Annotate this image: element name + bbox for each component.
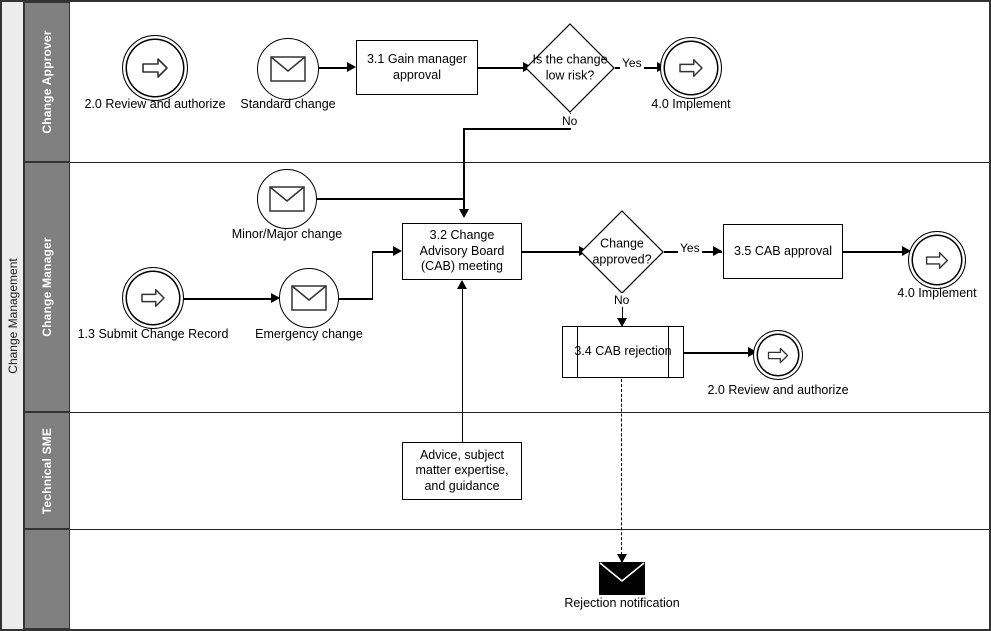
- flow-gain-approval-to-gateway: [478, 67, 524, 69]
- event-emergency-change[interactable]: [279, 268, 339, 328]
- association-advice-to-cab: [461, 288, 463, 442]
- flow-emergency-seg3: [371, 251, 396, 253]
- lane-body-change-approver: [70, 2, 989, 162]
- caption-implement-top: 4.0 Implement: [651, 97, 731, 111]
- caption-implement-mid: 4.0 Implement: [897, 286, 977, 300]
- flow-label-approved-no: No: [612, 293, 632, 307]
- arrowhead-cab-meeting-bottom: [457, 280, 467, 289]
- caption-review-and-authorize-mid: 2.0 Review and authorize: [707, 383, 849, 397]
- lane-label-change-approver: Change Approver: [40, 30, 54, 134]
- arrowhead-rejection-notification: [617, 554, 627, 563]
- event-implement-top[interactable]: [660, 37, 722, 99]
- message-envelope-icon: [291, 285, 327, 311]
- arrowhead-cab-meeting-top: [458, 209, 469, 218]
- lane-header-change-manager: Change Manager: [24, 162, 70, 412]
- lane-header-unnamed: [24, 529, 70, 629]
- flow-standard-to-gain-approval: [319, 67, 347, 69]
- event-minor-major-change[interactable]: [257, 169, 317, 229]
- arrowhead-review-and-authorize-mid: [748, 347, 757, 357]
- event-review-and-authorize-mid[interactable]: [753, 330, 803, 380]
- link-arrow-icon: [141, 289, 165, 307]
- lane-label-technical-sme: Technical SME: [40, 427, 54, 514]
- flow-low-risk-no-seg2: [463, 128, 571, 130]
- caption-rejection-notification: Rejection notification: [564, 596, 680, 610]
- caption-submit-change-record: 1.3 Submit Change Record: [77, 327, 229, 341]
- lane-header-technical-sme: Technical SME: [24, 412, 70, 529]
- flow-low-risk-no-seg3: [463, 128, 465, 210]
- message-envelope-icon: [269, 186, 305, 212]
- lane-body-change-manager: [70, 162, 989, 412]
- pool-label: Change Management: [5, 257, 20, 374]
- flow-cab-to-approved-gateway: [522, 251, 580, 253]
- arrowhead-cab-approval: [713, 246, 722, 256]
- note-advice-expertise-guidance: Advice, subject matter expertise, and gu…: [402, 442, 522, 500]
- task-cab-approval[interactable]: 3.5 CAB approval: [723, 224, 843, 279]
- flow-emergency-seg1: [339, 298, 373, 300]
- gateway-is-change-low-risk[interactable]: Is the change low risk?: [525, 23, 615, 113]
- event-submit-change-record[interactable]: [122, 267, 184, 329]
- flow-label-low-risk-no: No: [560, 114, 580, 128]
- flow-rejection-to-review: [684, 352, 750, 354]
- gateway-diamond-shape: [580, 210, 664, 294]
- flow-cab-approval-to-implement: [843, 251, 905, 253]
- flow-emergency-seg2: [371, 251, 373, 299]
- message-flow-rejection-notification: [621, 379, 622, 555]
- gateway-diamond-shape: [525, 23, 615, 113]
- caption-review-and-authorize-top: 2.0 Review and authorize: [84, 97, 226, 111]
- arrowhead-emergency-change: [271, 293, 280, 303]
- event-rejection-notification[interactable]: [599, 562, 645, 600]
- arrowhead-cab-meeting-left: [393, 246, 402, 256]
- link-arrow-icon: [767, 347, 789, 363]
- lane-body-technical-sme: [70, 412, 989, 529]
- arrowhead-implement-mid: [902, 246, 911, 256]
- task-cab-rejection[interactable]: 3.4 CAB rejection: [562, 326, 684, 378]
- caption-standard-change: Standard change: [240, 97, 336, 111]
- arrowhead-gain-approval: [347, 62, 356, 72]
- message-envelope-icon: [270, 56, 306, 82]
- flow-label-approved-yes: Yes: [678, 241, 702, 255]
- event-standard-change[interactable]: [257, 38, 319, 100]
- task-gain-manager-approval[interactable]: 3.1 Gain manager approval: [356, 40, 478, 95]
- flow-approved-no-seg: [621, 294, 623, 320]
- link-arrow-icon: [142, 58, 168, 78]
- event-implement-mid[interactable]: [908, 231, 966, 289]
- lane-label-change-manager: Change Manager: [40, 237, 54, 337]
- link-arrow-icon: [925, 251, 949, 269]
- flow-submit-to-emergency: [184, 298, 272, 300]
- link-arrow-icon: [679, 59, 703, 77]
- event-review-and-authorize-top[interactable]: [122, 35, 188, 101]
- arrowhead-cab-rejection: [617, 318, 627, 327]
- lane-header-change-approver: Change Approver: [24, 2, 70, 162]
- message-filled-icon: [599, 562, 645, 595]
- caption-emergency-change: Emergency change: [255, 327, 363, 341]
- caption-minor-major-change: Minor/Major change: [231, 227, 343, 241]
- flow-minor-major-to-trunk: [317, 198, 464, 200]
- task-cab-meeting[interactable]: 3.2 Change Advisory Board (CAB) meeting: [402, 223, 522, 280]
- pool-header-change-management: Change Management: [2, 2, 24, 629]
- gateway-change-approved[interactable]: Change approved?: [580, 210, 664, 294]
- lane-body-unnamed: [70, 529, 989, 629]
- flow-label-low-risk-yes: Yes: [620, 56, 644, 70]
